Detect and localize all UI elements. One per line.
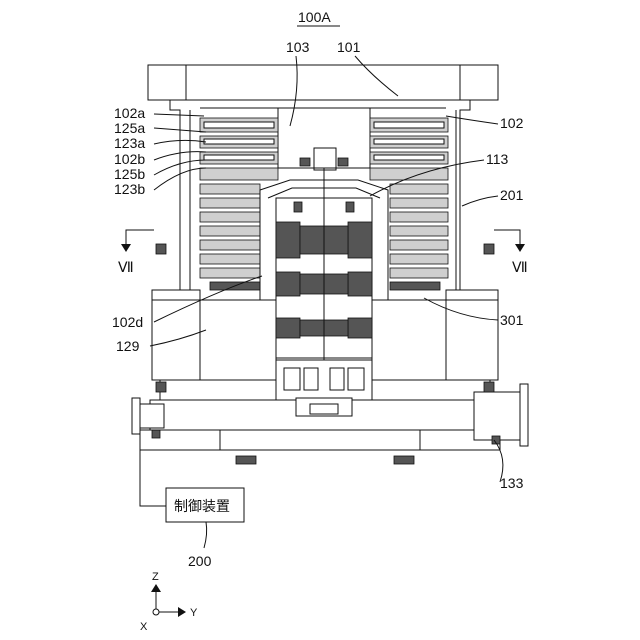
axis-x-label: X [140,621,148,633]
section-label-left: Ⅶ [118,259,134,275]
label-125a: 125a [114,120,145,136]
coordinate-axes: Z Y X [140,571,198,633]
label-133: 133 [500,475,524,491]
label-102d: 102d [112,314,143,330]
side-bolt [484,244,494,254]
label-125b: 125b [114,166,145,182]
label-103: 103 [286,39,310,55]
bottom-bolt [394,456,414,464]
label-129: 129 [116,338,140,354]
label-301: 301 [500,312,524,328]
label-123b: 123b [114,181,145,197]
label-102b: 102b [114,151,145,167]
section-label-right: Ⅶ [512,259,528,275]
x-axis-origin-icon [153,609,159,615]
side-bolt [156,382,166,392]
section-marker-right: Ⅶ [494,230,528,275]
figure-title: 100A [298,9,331,25]
label-201: 201 [500,187,524,203]
label-101: 101 [337,39,361,55]
label-200: 200 [188,553,212,569]
side-bolt [156,244,166,254]
side-bolt [484,382,494,392]
label-113: 113 [486,151,509,167]
controller-label: 制御装置 [174,498,230,514]
axis-z-label: Z [152,571,159,583]
axis-y-label: Y [190,607,198,619]
label-102a: 102a [114,105,145,121]
exhaust-port [474,384,528,446]
z-axis-arrow-icon [151,584,161,592]
bottom-bolt [236,456,256,464]
y-axis-arrow-icon [178,607,186,617]
section-marker-left: Ⅶ [118,230,154,275]
label-123a: 123a [114,135,145,151]
label-102: 102 [500,115,524,131]
